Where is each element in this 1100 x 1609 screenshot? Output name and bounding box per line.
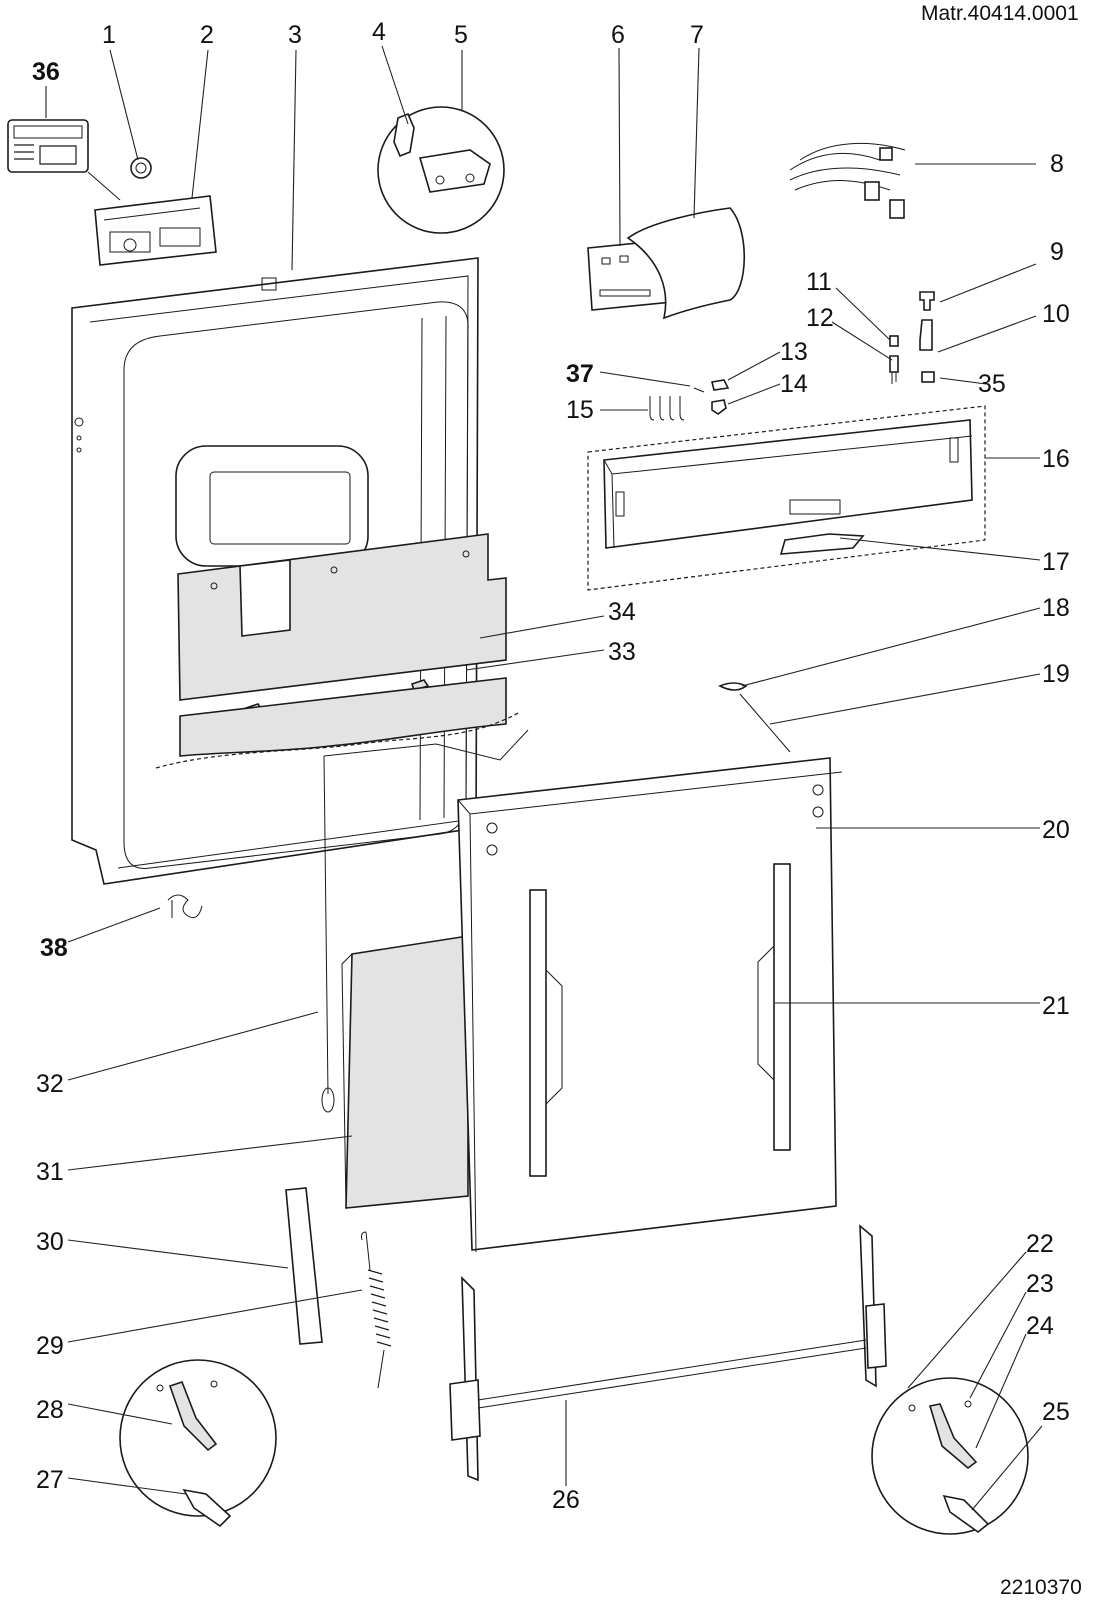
- part-31-insulation-block: [341, 935, 469, 1209]
- callout-16: 16: [1042, 445, 1070, 473]
- callout-7: 7: [690, 21, 704, 49]
- callout-36: 36: [32, 58, 60, 86]
- drawing-reference: Matr.40414.0001: [921, 2, 1079, 25]
- callout-10: 10: [1042, 300, 1070, 328]
- callout-3: 3: [288, 21, 302, 49]
- part-32-cable: [321, 729, 529, 1113]
- callout-22: 22: [1026, 1230, 1054, 1258]
- callout-12: 12: [806, 304, 834, 332]
- callout-20: 20: [1042, 816, 1070, 844]
- part-30-seal-strip: [285, 1187, 323, 1345]
- callout-34: 34: [608, 598, 636, 626]
- part-15-hooks: [649, 396, 685, 421]
- callout-19: 19: [1042, 660, 1070, 688]
- part-22-25-right-hinge-detail: [871, 1377, 1029, 1535]
- callout-32: 32: [36, 1070, 64, 1098]
- callout-5: 5: [454, 21, 468, 49]
- callout-29: 29: [36, 1332, 64, 1360]
- part-38-clip: [167, 894, 203, 919]
- callout-25: 25: [1042, 1398, 1070, 1426]
- part-11-led-holder: [889, 335, 899, 347]
- callout-2: 2: [200, 21, 214, 49]
- callout-labels: 1 2 3 4 5 6 7 8 9 10 11 12 13 14 15 16 1…: [32, 18, 1070, 1514]
- callout-9: 9: [1050, 238, 1064, 266]
- part-16-control-panel: [587, 405, 986, 591]
- callout-27: 27: [36, 1466, 64, 1494]
- callout-38: 38: [40, 934, 68, 962]
- part-18-latch-hook: [718, 682, 748, 691]
- callout-26: 26: [552, 1486, 580, 1514]
- part-19-rod: [739, 693, 791, 753]
- part-7-insulating-sheet: [626, 207, 745, 320]
- part-dispenser-frame: [175, 445, 369, 567]
- callout-23: 23: [1026, 1270, 1054, 1298]
- part-2-selector-module: [94, 195, 217, 266]
- callout-33: 33: [608, 638, 636, 666]
- part-26-hinge-bar: [449, 1224, 887, 1482]
- callout-18: 18: [1042, 594, 1070, 622]
- part-34-insulation-panel: [177, 533, 507, 701]
- callout-11: 11: [806, 268, 832, 296]
- callout-14: 14: [780, 370, 808, 398]
- callout-13: 13: [780, 338, 808, 366]
- part-17-handle: [779, 533, 865, 555]
- callout-17: 17: [1042, 548, 1070, 576]
- part-12-led: [889, 355, 899, 384]
- part-13-clip: [711, 379, 730, 391]
- part-37-screw: [693, 387, 705, 393]
- callout-28: 28: [36, 1396, 64, 1424]
- part-35-cap: [921, 371, 935, 383]
- part-36-control-module: [7, 119, 89, 173]
- part-10-switch: [919, 319, 933, 351]
- leader-lines: [45, 45, 1043, 1511]
- part-5-door-lock-detail: [377, 106, 505, 234]
- callout-31: 31: [36, 1158, 64, 1186]
- part-9-button: [919, 291, 935, 311]
- part-8-wiring-harness: [789, 143, 906, 219]
- callout-37: 37: [566, 360, 594, 388]
- part-lower-panel-strip: [155, 677, 521, 769]
- callout-4: 4: [372, 18, 386, 46]
- part-14-clip: [711, 399, 727, 415]
- callout-30: 30: [36, 1228, 64, 1256]
- callout-8: 8: [1050, 150, 1064, 178]
- callout-6: 6: [611, 21, 625, 49]
- part-21-rails: [529, 863, 791, 1177]
- callout-1: 1: [102, 21, 116, 49]
- part-28-27-left-hinge-detail: [119, 1359, 277, 1528]
- callout-21: 21: [1042, 992, 1070, 1020]
- callout-24: 24: [1026, 1312, 1054, 1340]
- callout-15: 15: [566, 396, 594, 424]
- part-20-outer-door: [457, 757, 843, 1253]
- drawing-code: 2210370: [1000, 1576, 1082, 1599]
- callout-35: 35: [978, 370, 1006, 398]
- part-29-spring: [361, 1231, 392, 1389]
- part-1-knob: [130, 157, 152, 179]
